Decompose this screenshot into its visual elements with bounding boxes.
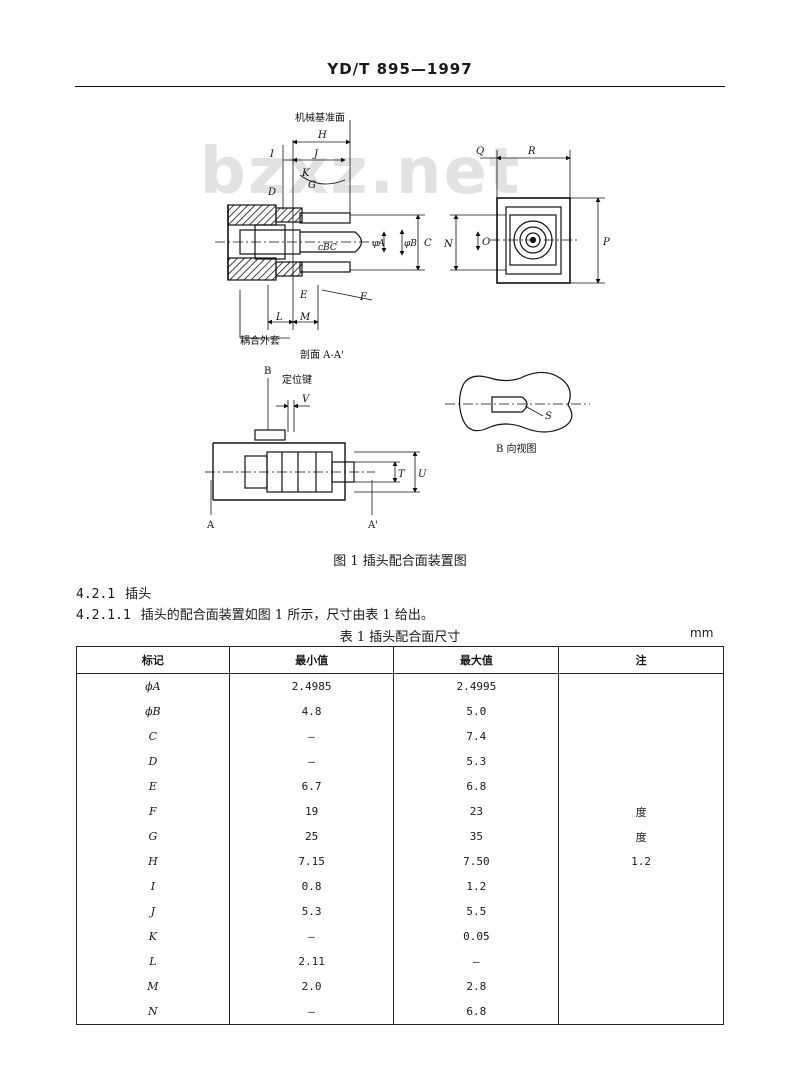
section-label: 剖面 A-A' bbox=[300, 348, 344, 361]
table-caption: 表 1 插头配合面尺寸 bbox=[339, 630, 461, 645]
svg-text:A: A bbox=[206, 520, 215, 531]
col-header-symbol: 标记 bbox=[76, 646, 230, 674]
svg-text:M: M bbox=[299, 312, 311, 323]
svg-text:C: C bbox=[424, 238, 432, 249]
svg-text:V: V bbox=[302, 394, 311, 405]
table-unit: mm bbox=[690, 626, 714, 640]
svg-text:L: L bbox=[275, 312, 283, 323]
svg-text:P: P bbox=[602, 237, 610, 248]
table-row: C—7.4 bbox=[76, 724, 724, 749]
b-direction-view bbox=[445, 371, 590, 433]
col-header-note: 注 bbox=[558, 646, 724, 674]
coupling-sleeve-label: 耦合外套 bbox=[240, 334, 280, 347]
svg-text:T: T bbox=[398, 469, 406, 480]
table-header-row: 标记 最小值 最大值 注 bbox=[76, 646, 724, 674]
header-rule bbox=[75, 86, 725, 87]
figure-1-drawing: 机械基准面 H I J K G D E F L M C φB φA cBC 耦合… bbox=[205, 111, 610, 531]
table-row: N—6.8 bbox=[76, 999, 724, 1025]
locating-key-label: 定位键 bbox=[282, 373, 312, 386]
svg-text:A': A' bbox=[367, 520, 378, 531]
svg-text:R: R bbox=[527, 146, 536, 157]
section-view bbox=[215, 120, 425, 339]
page-header: YD/T 895—1997 bbox=[327, 60, 473, 78]
svg-text:E: E bbox=[299, 290, 308, 301]
svg-text:F: F bbox=[359, 292, 368, 303]
col-header-max: 最大值 bbox=[393, 646, 560, 674]
svg-text:B: B bbox=[264, 366, 271, 377]
table-row: K—0.05 bbox=[76, 924, 724, 949]
svg-text:Q: Q bbox=[476, 146, 484, 157]
svg-text:D: D bbox=[267, 187, 276, 198]
svg-text:G: G bbox=[308, 180, 316, 191]
side-view bbox=[205, 378, 420, 515]
b-view-label: B 向视图 bbox=[496, 442, 537, 455]
table-row: D—5.3 bbox=[76, 749, 724, 774]
svg-text:K: K bbox=[301, 168, 310, 179]
end-view bbox=[450, 150, 605, 284]
svg-text:O: O bbox=[482, 237, 490, 248]
svg-text:I: I bbox=[269, 149, 275, 160]
figure-caption: 图 1 插头配合面装置图 bbox=[333, 554, 467, 569]
watermark: bzxz.net bbox=[200, 135, 522, 209]
col-header-min: 最小值 bbox=[228, 646, 395, 674]
svg-text:cBC: cBC bbox=[318, 243, 337, 253]
svg-text:H: H bbox=[317, 130, 327, 141]
mech-ref-label: 机械基准面 bbox=[295, 111, 345, 124]
svg-text:U: U bbox=[418, 469, 427, 480]
svg-text:N: N bbox=[443, 239, 454, 250]
svg-text:J: J bbox=[312, 149, 319, 160]
svg-text:S: S bbox=[545, 411, 552, 422]
svg-text:φB: φB bbox=[404, 239, 417, 249]
svg-text:φA: φA bbox=[372, 239, 385, 249]
